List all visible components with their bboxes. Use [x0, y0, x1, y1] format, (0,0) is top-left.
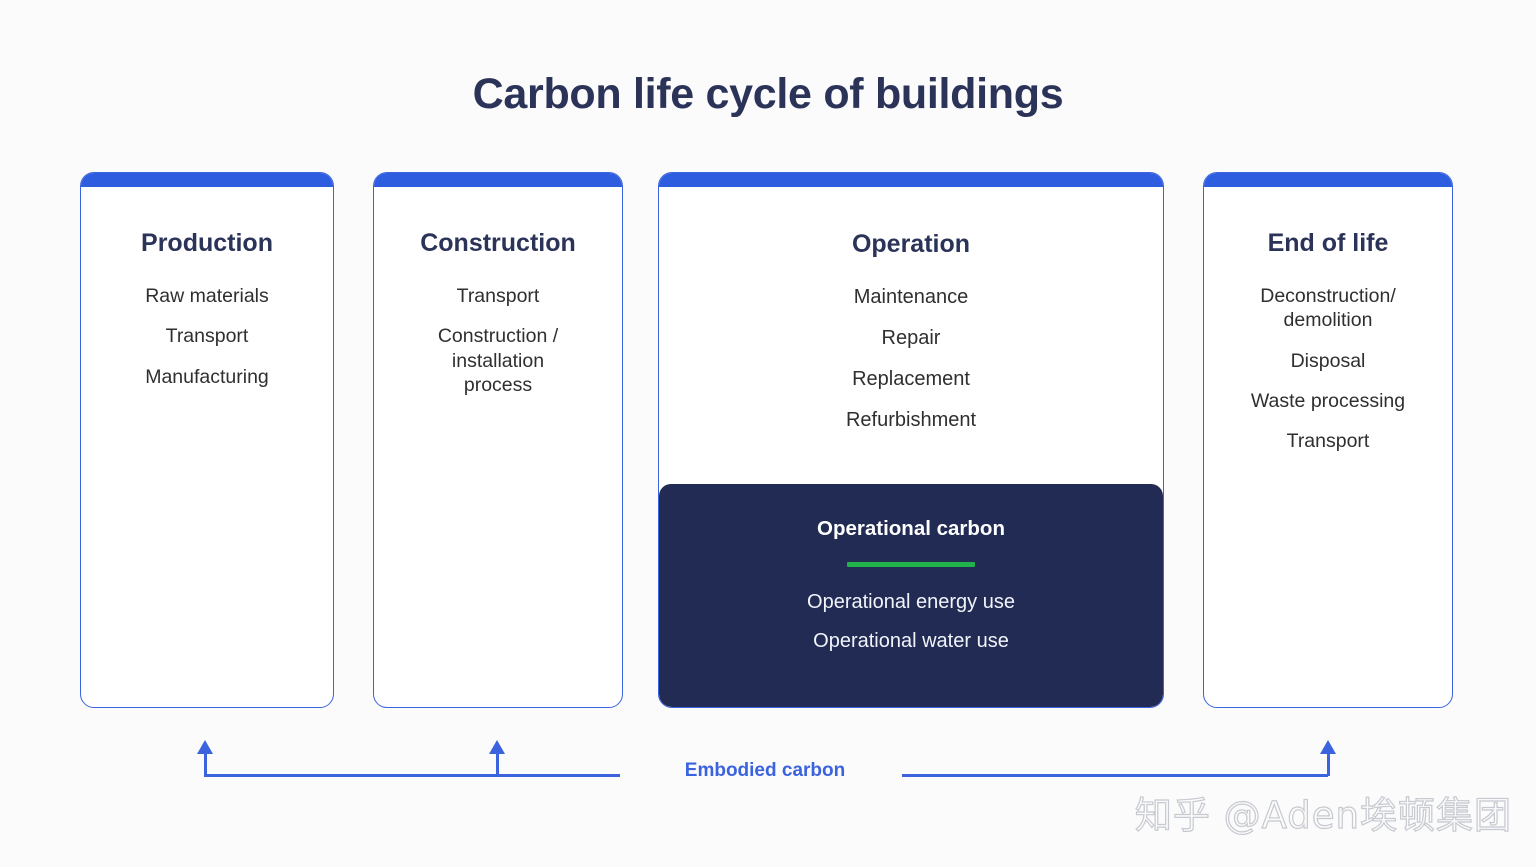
stage-heading: Construction	[420, 229, 576, 257]
operational-carbon-item: Operational water use	[813, 630, 1009, 652]
card-content: Construction Transport Construction / in…	[374, 187, 622, 707]
page-title: Carbon life cycle of buildings	[472, 70, 1064, 118]
stage-item: Transport	[456, 284, 540, 307]
stage-item: Waste processing	[1250, 389, 1406, 412]
operational-carbon-heading: Operational carbon	[817, 517, 1005, 540]
arrow-stem	[496, 751, 499, 776]
arrow-stem	[204, 751, 207, 776]
embodied-carbon-label: Embodied carbon	[684, 760, 846, 781]
card-content: End of life Deconstruction/ demolition D…	[1204, 187, 1452, 707]
arrow-up-icon-construction	[489, 740, 505, 776]
arrow-head	[489, 740, 505, 754]
stage-heading: Production	[141, 229, 273, 257]
stage-item: Refurbishment	[845, 408, 977, 431]
card-content: Operation Maintenance Repair Replacement…	[659, 187, 1163, 707]
arrow-up-icon-production	[197, 740, 213, 776]
stage-item-list: Transport Construction / installation pr…	[374, 284, 622, 414]
stage-item: Repair	[881, 326, 941, 349]
arrow-up-icon-end-of-life	[1320, 740, 1336, 776]
stage-card-end-of-life: End of life Deconstruction/ demolition D…	[1203, 172, 1453, 708]
embodied-carbon-axis-right	[902, 774, 1328, 777]
card-accent-bar	[81, 173, 333, 187]
operational-carbon-panel: Operational carbon Operational energy us…	[659, 484, 1163, 707]
arrow-head	[197, 740, 213, 754]
stage-item-list: Raw materials Transport Manufacturing	[81, 284, 333, 405]
stage-item: Construction / installation process	[437, 325, 559, 396]
stage-item-list: Deconstruction/ demolition Disposal Wast…	[1204, 284, 1452, 470]
green-divider	[847, 562, 975, 567]
arrow-head	[1320, 740, 1336, 754]
stage-item: Raw materials	[145, 284, 269, 307]
embodied-carbon-axis-left	[204, 774, 620, 777]
card-accent-bar	[374, 173, 622, 187]
stage-heading: End of life	[1267, 229, 1389, 257]
stage-item-list: Maintenance Repair Replacement Refurbish…	[659, 285, 1163, 449]
card-accent-bar	[659, 173, 1163, 187]
stage-item: Deconstruction/ demolition	[1260, 284, 1396, 332]
card-content: Production Raw materials Transport Manuf…	[81, 187, 333, 707]
arrow-stem	[1327, 751, 1330, 776]
stage-card-construction: Construction Transport Construction / in…	[373, 172, 623, 708]
stage-item: Transport	[165, 325, 249, 348]
watermark: 知乎 @Aden埃顿集团	[1134, 793, 1512, 837]
operational-carbon-item: Operational energy use	[807, 591, 1015, 613]
stage-item: Replacement	[852, 367, 970, 390]
operational-carbon-item-list: Operational energy use Operational water…	[807, 591, 1015, 669]
stage-item: Manufacturing	[145, 365, 269, 388]
stage-card-operation: Operation Maintenance Repair Replacement…	[658, 172, 1164, 708]
stage-item: Disposal	[1290, 349, 1366, 372]
stage-card-production: Production Raw materials Transport Manuf…	[80, 172, 334, 708]
stage-heading: Operation	[851, 230, 971, 258]
stage-item: Transport	[1286, 430, 1370, 453]
stage-item: Maintenance	[853, 285, 969, 308]
card-accent-bar	[1204, 173, 1452, 187]
